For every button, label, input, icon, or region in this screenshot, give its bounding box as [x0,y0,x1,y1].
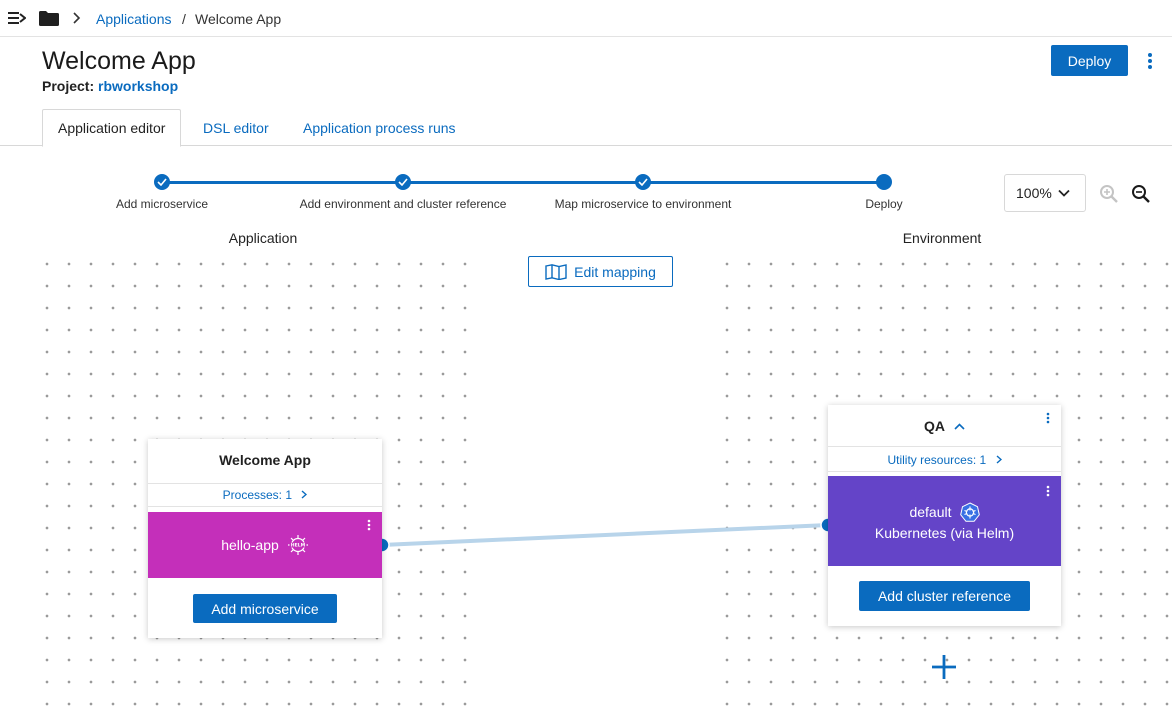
divider [148,483,382,484]
application-card: Welcome App Processes: 1 hello-app HELM … [148,439,382,638]
add-environment-plus-icon[interactable] [931,654,957,680]
environment-card-header[interactable]: QA [828,418,1061,434]
cluster-name: default [909,504,952,520]
zoom-in-icon[interactable] [1099,184,1119,204]
divider [828,471,1061,472]
step-3-check-icon [635,174,651,190]
stepper-track [162,181,884,184]
project-label: Project: [42,78,95,94]
microservice-name: hello-app [221,537,279,553]
step-4-current-dot [876,174,892,190]
breadcrumb-separator: / [182,11,186,27]
edit-mapping-label: Edit mapping [574,263,656,280]
application-column-label: Application [228,230,298,246]
tab-dsl-editor[interactable]: DSL editor [203,119,269,136]
zoom-out-icon[interactable] [1131,184,1151,204]
step-label-map-microservice: Map microservice to environment [554,197,732,211]
nav-toggle-icon[interactable] [8,10,26,26]
tab-application-editor[interactable]: Application editor [42,109,182,147]
project-link[interactable]: rbworkshop [98,78,179,94]
step-2-check-icon [395,174,411,190]
cluster-tile[interactable]: default Kubernetes (via Helm) [828,476,1061,566]
environment-name: QA [924,418,945,434]
page-title: Welcome App [42,47,196,75]
microservice-menu-icon[interactable] [366,519,372,531]
chevron-down-icon [1058,189,1070,197]
folder-icon[interactable] [39,11,59,26]
cluster-name-row: default [828,502,1061,522]
chevron-right-icon [996,455,1002,464]
deploy-button[interactable]: Deploy [1051,45,1128,76]
add-microservice-button[interactable]: Add microservice [193,594,337,623]
application-card-title: Welcome App [219,452,311,468]
chevron-right-icon [73,12,81,24]
tab-bar: Application editor DSL editor Applicatio… [0,109,1172,147]
add-cluster-reference-button[interactable]: Add cluster reference [859,581,1030,611]
environment-column-label: Environment [902,230,982,246]
utility-resources-link[interactable]: Utility resources: 1 [828,453,1061,467]
cluster-type: Kubernetes (via Helm) [874,525,1015,541]
step-label-add-microservice: Add microservice [115,197,209,211]
divider [828,446,1061,447]
environment-card: QA Utility resources: 1 default Kubernet… [828,405,1061,626]
divider [148,506,382,507]
breadcrumb-current: Welcome App [195,11,282,27]
step-label-add-environment: Add environment and cluster reference [299,197,507,211]
zoom-level-value: 100% [1016,185,1052,201]
map-icon [545,263,567,280]
tab-application-process-runs[interactable]: Application process runs [303,119,456,136]
helm-badge-text: HELM [291,543,306,549]
chevron-right-icon [301,490,308,499]
microservice-tile[interactable]: hello-app HELM [148,512,382,578]
processes-label: Processes: 1 [222,488,293,502]
kubernetes-icon [959,502,980,522]
breadcrumb-applications-link[interactable]: Applications [96,11,172,27]
utility-resources-label: Utility resources: 1 [887,453,987,467]
zoom-level-select[interactable]: 100% [1004,174,1086,212]
edit-mapping-button[interactable]: Edit mapping [528,256,673,287]
chevron-up-icon [954,422,965,430]
top-bar: Applications / Welcome App [0,0,1172,37]
environment-menu-icon[interactable] [1045,412,1051,424]
step-label-deploy: Deploy [865,197,903,211]
step-1-check-icon [154,174,170,190]
more-options-icon[interactable] [1145,52,1155,70]
helm-icon: HELM [287,535,308,555]
cluster-menu-icon[interactable] [1045,485,1051,497]
processes-link[interactable]: Processes: 1 [148,488,382,502]
project-line: Project: rbworkshop [42,78,178,94]
